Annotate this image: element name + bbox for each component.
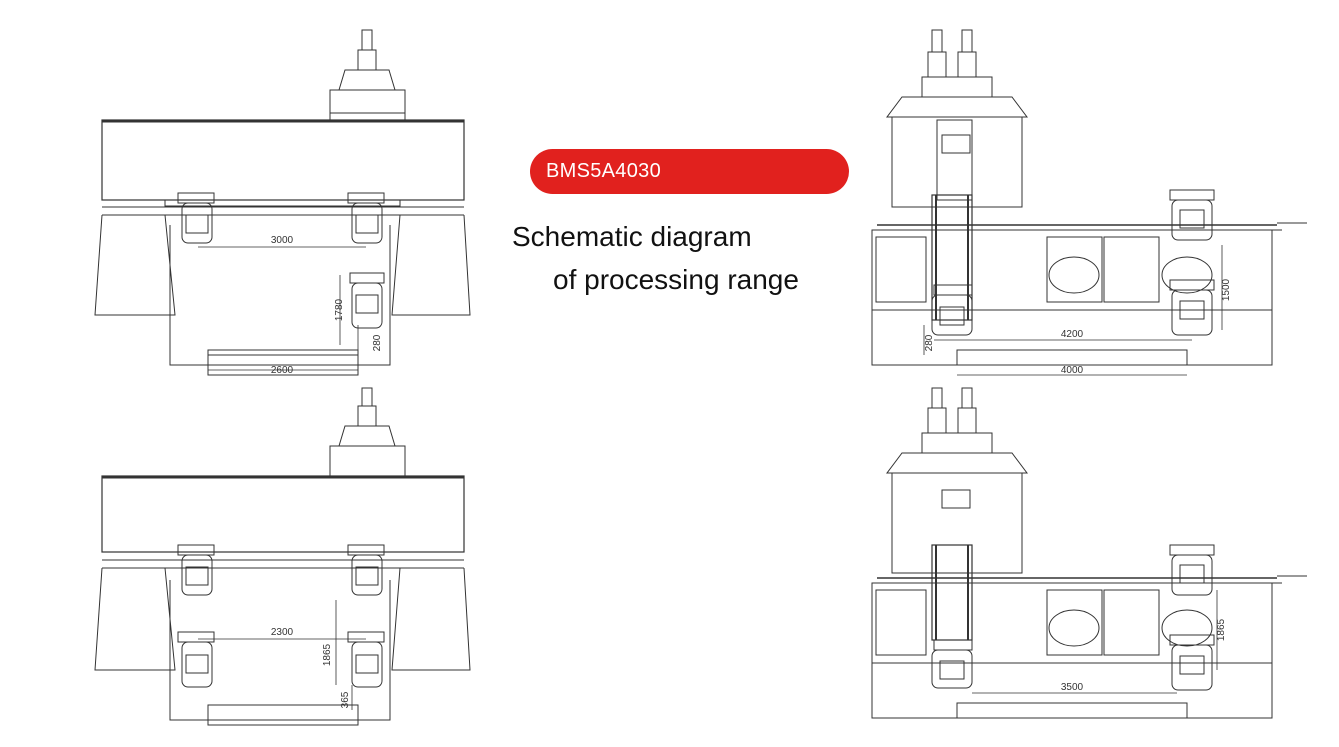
motor-icon [361, 387, 373, 407]
dimension-offset: 280 [372, 334, 383, 351]
model-name: BMS5A4030 [546, 160, 661, 182]
spindle-head-upper-right [347, 544, 385, 596]
motor-icon [361, 29, 373, 51]
dimension-span-top: 3000 [271, 235, 294, 246]
spindle-head-lower-left [177, 631, 215, 688]
dimension-travel: 4200 [1061, 329, 1084, 340]
model-badge: BMS5A4030 [530, 149, 849, 194]
spindle-head-lower-right [347, 631, 385, 688]
spindle-head-left [931, 639, 973, 689]
spindle-head-upper-left [177, 192, 215, 244]
dimension-travel: 3500 [1061, 682, 1084, 693]
motor-icon [931, 387, 943, 409]
dimension-offset: 280 [924, 334, 935, 351]
front-view-diagram-bottom: 2300 1865 365 [94, 387, 471, 726]
dimension-vertical: 1865 [322, 643, 333, 666]
motor-icon [961, 387, 973, 409]
spindle-head-right-lower [1169, 279, 1215, 336]
dimension-span-bottom: 2600 [271, 365, 294, 376]
spindle-head-upper-left [177, 544, 215, 596]
spindle-head-left [931, 284, 973, 336]
dimension-offset: 365 [340, 691, 351, 708]
side-view-diagram-top: 4200 4000 1500 280 [871, 29, 1307, 376]
spindle-head-right-upper [1169, 189, 1215, 241]
dimension-span-top: 2300 [271, 627, 294, 638]
spindle-head-lower-right [349, 272, 385, 329]
motor-icon [931, 29, 943, 53]
spindle-head-right-lower [1169, 634, 1215, 691]
front-view-diagram-top: 3000 1780 280 2600 [94, 29, 471, 376]
dimension-vertical: 1865 [1216, 618, 1227, 641]
motor-icon [961, 29, 973, 53]
spindle-head-upper-right [347, 192, 385, 244]
diagram-title-line-2: of processing range [553, 264, 799, 295]
side-view-diagram-bottom: 3500 1865 [871, 387, 1307, 719]
dimension-vertical: 1500 [1221, 278, 1232, 301]
dimension-table: 4000 [1061, 365, 1084, 376]
spindle-head-right-upper [1169, 544, 1215, 596]
dimension-vertical: 1780 [334, 298, 345, 321]
diagram-title-line-1: Schematic diagram [512, 221, 752, 252]
